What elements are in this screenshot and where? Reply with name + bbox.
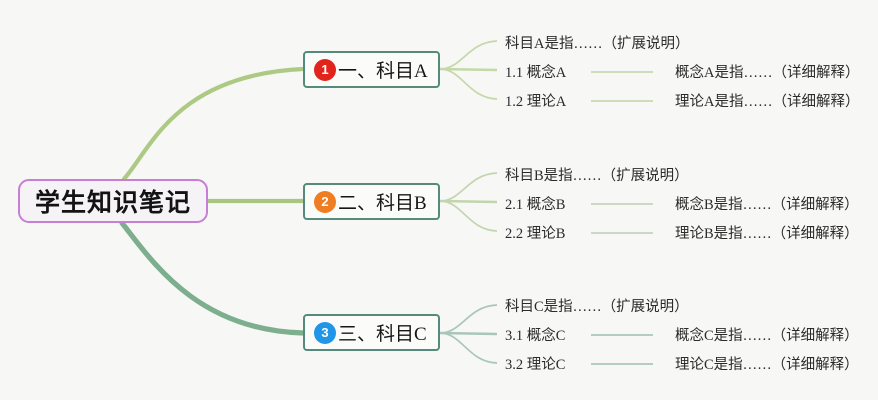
connector-branch-c-leaf-1 bbox=[439, 304, 498, 334]
branch-node-c[interactable]: 3 三、科目C bbox=[303, 314, 440, 351]
branch-label-c: 三、科目C bbox=[338, 324, 427, 345]
branch-node-a[interactable]: 1 一、科目A bbox=[303, 51, 440, 88]
branch-node-b[interactable]: 2 二、科目B bbox=[303, 183, 440, 220]
root-node[interactable]: 学生知识笔记 bbox=[18, 179, 208, 223]
leaf-group-a: 科目A是指……（扩展说明） 1.1 概念A 概念A是指……（详细解释） 1.2 … bbox=[505, 28, 859, 115]
leaf-rule-icon bbox=[591, 231, 653, 234]
leaf-summary-a: 科目A是指……（扩展说明） bbox=[505, 36, 690, 52]
connector-branch-a-leaf-1 bbox=[439, 40, 498, 70]
leaf-key-c1: 3.1 概念C bbox=[505, 328, 566, 344]
leaf-rule-icon bbox=[591, 333, 653, 336]
leaf-summary-b: 科目B是指……（扩展说明） bbox=[505, 168, 689, 184]
leaf-detail-b2: 理论B是指……（详细解释） bbox=[675, 226, 859, 242]
leaf-key-b2: 2.2 理论B bbox=[505, 226, 566, 242]
branch-number-badge-b: 2 bbox=[314, 190, 336, 213]
connector-branch-a-leaf-2 bbox=[439, 67, 498, 72]
root-node-label: 学生知识笔记 bbox=[34, 190, 191, 217]
leaf-detail-c1: 概念C是指……（详细解释） bbox=[675, 328, 859, 344]
leaf-detail-c2: 理论C是指……（详细解释） bbox=[675, 357, 859, 373]
leaf-key-a2: 1.2 理论A bbox=[505, 94, 567, 110]
leaf-rule-icon bbox=[591, 70, 653, 73]
connector-root-to-branch-c bbox=[119, 220, 306, 336]
connector-branch-c-leaf-3 bbox=[439, 332, 498, 364]
leaf-row[interactable]: 2.2 理论B 理论B是指……（详细解释） bbox=[505, 218, 859, 247]
leaf-row[interactable]: 1.1 概念A 概念A是指……（详细解释） bbox=[505, 57, 859, 86]
leaf-rule-icon bbox=[591, 362, 653, 365]
connector-branch-b-leaf-2 bbox=[439, 199, 498, 204]
branch-number-badge-a: 1 bbox=[314, 58, 336, 81]
leaf-row[interactable]: 1.2 理论A 理论A是指……（详细解释） bbox=[505, 86, 859, 115]
branch-label-a: 一、科目A bbox=[338, 61, 428, 82]
leaf-row[interactable]: 3.2 理论C 理论C是指……（详细解释） bbox=[505, 349, 859, 378]
leaf-group-c: 科目C是指……（扩展说明） 3.1 概念C 概念C是指……（详细解释） 3.2 … bbox=[505, 291, 859, 378]
leaf-key-b1: 2.1 概念B bbox=[505, 197, 566, 213]
leaf-summary-c: 科目C是指……（扩展说明） bbox=[505, 299, 689, 315]
leaf-group-b: 科目B是指……（扩展说明） 2.1 概念B 概念B是指……（详细解释） 2.2 … bbox=[505, 160, 859, 247]
connector-root-to-branch-a bbox=[121, 66, 306, 182]
leaf-detail-a2: 理论A是指……（详细解释） bbox=[675, 94, 860, 110]
leaf-row[interactable]: 科目B是指……（扩展说明） bbox=[505, 160, 859, 189]
connector-branch-b-leaf-3 bbox=[439, 200, 498, 232]
leaf-row[interactable]: 2.1 概念B 概念B是指……（详细解释） bbox=[505, 189, 859, 218]
leaf-key-c2: 3.2 理论C bbox=[505, 357, 566, 373]
leaf-detail-b1: 概念B是指……（详细解释） bbox=[675, 197, 859, 213]
leaf-detail-a1: 概念A是指……（详细解释） bbox=[675, 65, 860, 81]
leaf-row[interactable]: 科目A是指……（扩展说明） bbox=[505, 28, 859, 57]
leaf-rule-icon bbox=[591, 202, 653, 205]
leaf-row[interactable]: 科目C是指……（扩展说明） bbox=[505, 291, 859, 320]
leaf-rule-icon bbox=[591, 99, 653, 102]
branch-number-badge-c: 3 bbox=[314, 321, 336, 344]
leaf-row[interactable]: 3.1 概念C 概念C是指……（详细解释） bbox=[505, 320, 859, 349]
connector-branch-a-leaf-3 bbox=[439, 68, 498, 100]
connector-branch-c-leaf-2 bbox=[439, 331, 498, 336]
branch-label-b: 二、科目B bbox=[338, 193, 427, 214]
connector-branch-b-leaf-1 bbox=[439, 172, 498, 202]
leaf-key-a1: 1.1 概念A bbox=[505, 65, 567, 81]
